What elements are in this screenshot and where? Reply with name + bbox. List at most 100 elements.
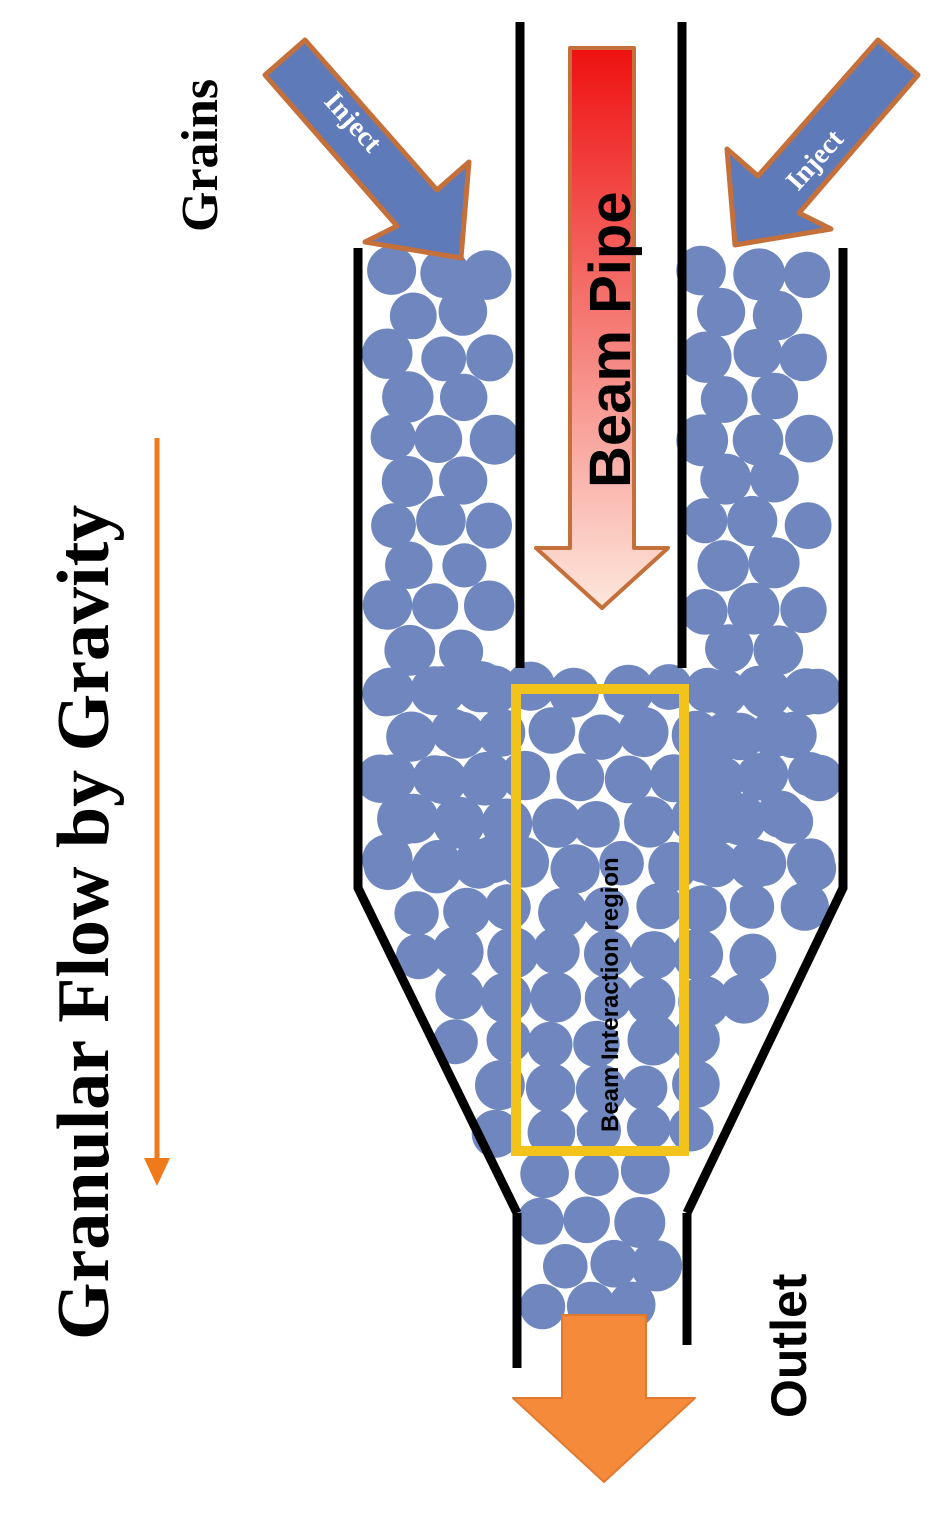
grain xyxy=(411,843,462,894)
grain xyxy=(563,1196,610,1244)
grain xyxy=(780,882,829,931)
grain xyxy=(599,840,644,886)
grain xyxy=(385,541,433,589)
grain xyxy=(668,1106,714,1152)
grain xyxy=(729,884,775,929)
grain xyxy=(367,245,417,295)
grain xyxy=(500,750,550,801)
grain xyxy=(486,1017,532,1063)
grain xyxy=(680,331,732,383)
grain xyxy=(386,711,437,762)
interaction-region-box xyxy=(511,684,689,1156)
grain xyxy=(530,971,581,1023)
grain xyxy=(732,414,784,466)
grain xyxy=(733,328,783,378)
grain xyxy=(421,336,467,382)
grain xyxy=(432,926,484,978)
grain xyxy=(532,927,580,975)
grain xyxy=(480,972,532,1023)
grain xyxy=(412,755,457,800)
grain xyxy=(377,792,429,845)
grain xyxy=(538,888,588,938)
grain xyxy=(741,841,787,886)
grain xyxy=(716,712,764,761)
grain xyxy=(443,887,491,936)
grain xyxy=(435,970,484,1020)
grain xyxy=(727,582,780,635)
grain xyxy=(362,580,413,630)
grain xyxy=(519,1283,566,1330)
grain xyxy=(556,753,605,802)
grain xyxy=(389,292,437,340)
granules xyxy=(356,245,843,1331)
grain xyxy=(627,1013,680,1066)
grain xyxy=(394,891,439,936)
grain xyxy=(438,287,488,336)
grain xyxy=(733,248,786,301)
grain xyxy=(528,707,576,754)
grain xyxy=(753,625,804,675)
grain xyxy=(614,1197,666,1248)
grain xyxy=(698,756,746,803)
grain xyxy=(590,1239,638,1288)
grain xyxy=(681,589,728,635)
outlet-arrow xyxy=(512,1314,696,1483)
grain xyxy=(527,1108,576,1157)
grain xyxy=(679,885,727,933)
grain xyxy=(532,798,582,848)
grain xyxy=(796,754,843,802)
grain xyxy=(516,1197,564,1245)
grain xyxy=(382,371,434,423)
container-walls xyxy=(353,22,848,1368)
grain xyxy=(466,502,512,549)
grain xyxy=(701,669,748,716)
grain xyxy=(459,755,511,806)
grain xyxy=(574,1152,619,1197)
grain xyxy=(440,373,488,422)
inject-arrow-right xyxy=(724,37,921,248)
grain xyxy=(784,502,832,549)
grain xyxy=(768,799,814,844)
grain xyxy=(455,661,507,713)
grain xyxy=(791,846,837,892)
grain xyxy=(466,334,514,382)
grain xyxy=(700,453,752,505)
grain xyxy=(439,456,488,505)
grain xyxy=(381,456,433,507)
grain xyxy=(578,714,624,760)
grain xyxy=(795,668,841,715)
grain xyxy=(485,884,531,930)
grain xyxy=(576,1108,621,1153)
grain xyxy=(584,930,632,978)
grain xyxy=(363,841,413,890)
grain xyxy=(525,1063,576,1113)
grain xyxy=(432,1019,478,1065)
grain xyxy=(498,836,549,888)
grain xyxy=(636,883,683,930)
grain xyxy=(697,287,746,337)
grain xyxy=(453,838,504,889)
grain xyxy=(464,580,515,631)
grain xyxy=(371,503,416,548)
inject-arrow-left xyxy=(262,37,472,261)
grain xyxy=(748,537,800,589)
outlet-label: Outlet xyxy=(761,1273,817,1418)
grain xyxy=(629,931,679,980)
grain xyxy=(583,887,629,933)
grains-label: Grains xyxy=(172,79,229,232)
grain xyxy=(584,974,633,1022)
grain xyxy=(624,796,676,848)
grain xyxy=(700,376,748,423)
grain xyxy=(780,586,827,634)
beam-pipe-label: Beam Pipe xyxy=(578,191,643,488)
hopper-wall-left xyxy=(353,248,522,1215)
gravity-title: Granular Flow by Gravity xyxy=(43,505,125,1340)
grain xyxy=(412,583,459,630)
grain xyxy=(705,624,754,673)
grain xyxy=(520,1149,569,1199)
grain xyxy=(727,495,778,547)
grain xyxy=(750,453,799,503)
grain xyxy=(395,933,442,980)
grain xyxy=(729,933,777,981)
